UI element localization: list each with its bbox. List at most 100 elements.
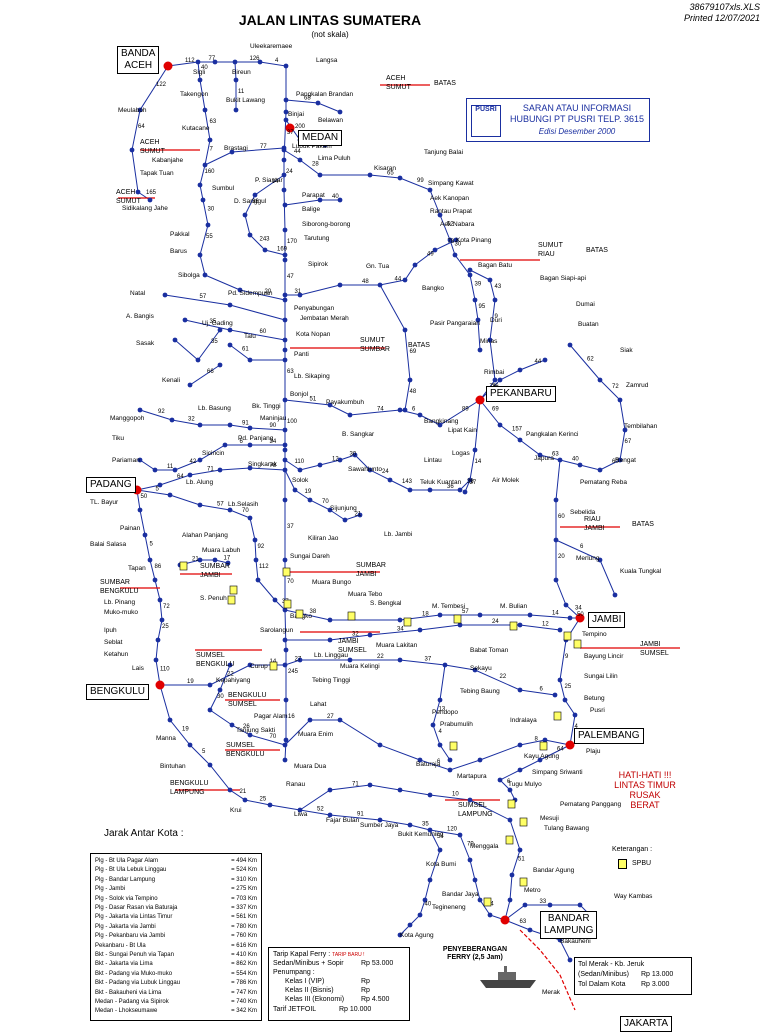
- city-node: [337, 282, 343, 288]
- road-distance: 31: [295, 289, 302, 295]
- city-node: [137, 407, 143, 413]
- city-label: Bakauheni: [560, 938, 591, 945]
- spbu-marker: [563, 631, 572, 641]
- road-distance: 160: [205, 169, 216, 175]
- road-distance: 34: [575, 606, 582, 612]
- city-label: Logas: [452, 450, 470, 457]
- city-node: [407, 822, 413, 828]
- map-subtitle: (not skala): [311, 30, 349, 39]
- city-node: [282, 467, 288, 473]
- city-node: [447, 237, 453, 243]
- distance-km: = 494 Km: [231, 858, 257, 864]
- warning-line: HATI-HATI !!!: [618, 770, 672, 780]
- city-node: [527, 927, 533, 933]
- city-node: [452, 252, 458, 258]
- info-edition: Edisi Desember 2000: [538, 127, 616, 136]
- city-node: [282, 297, 288, 303]
- city-node: [397, 787, 403, 793]
- city-node: [517, 687, 523, 693]
- city-label: Bireun: [232, 69, 251, 76]
- city-label: Balai Salasa: [90, 541, 127, 548]
- road-distance: 17: [224, 556, 231, 562]
- city-label: Pangkalan Brandan: [296, 91, 353, 98]
- city-label: Pasir Pangaraian: [430, 320, 480, 327]
- province-name-top: ACEH: [116, 189, 135, 196]
- city-node: [432, 247, 438, 253]
- city-node: [197, 502, 203, 508]
- ferry-row-value: Rp 4.500: [361, 996, 390, 1003]
- road-distance: 70: [270, 734, 277, 740]
- city-label: Panti: [294, 351, 309, 358]
- road-distance: 4: [575, 724, 579, 730]
- city-node: [282, 397, 288, 403]
- city-label: Kayu Agung: [524, 753, 559, 760]
- city-node: [377, 742, 383, 748]
- city-label: Manggopoh: [110, 415, 145, 422]
- city-node: [227, 662, 233, 668]
- city-label: Takengon: [180, 91, 209, 98]
- distance-km: = 862 Km: [231, 961, 257, 968]
- distance-km: = 554 Km: [231, 970, 257, 977]
- road-distance: 27: [327, 714, 334, 720]
- distance-row: Bkt - Sungai Penuh via Tapan= 410 Km: [95, 952, 257, 959]
- city-node: [227, 787, 233, 793]
- city-label: Kota Pinang: [456, 237, 492, 244]
- distance-route: Plg - Bt Ula Pagar Alam: [95, 858, 159, 864]
- ferry-crossing-label: PENYEBERANGAN FERRY (2,5 Jam): [440, 946, 510, 962]
- city-label: Kota Bumi: [426, 861, 456, 868]
- city-node: [597, 377, 603, 383]
- city-label: P. Siantar: [255, 177, 284, 184]
- road-distance: 8: [535, 737, 539, 743]
- city-label: Lb.Selasih: [228, 501, 259, 508]
- city-node: [292, 487, 298, 493]
- road-distance: 78: [448, 239, 455, 245]
- distance-route: Plg - Jakarta via Lintas Timur: [95, 914, 173, 921]
- city-label: Talu: [244, 333, 256, 340]
- province-name-top: SUMUT: [360, 337, 386, 344]
- ferry-row-label: Kelas I (VIP): [285, 978, 325, 985]
- capital-city-node: [575, 613, 585, 623]
- city-node: [247, 357, 253, 363]
- road-distance: 39: [467, 479, 474, 485]
- road-distance: 99: [417, 178, 424, 184]
- city-label: Teluk Kuantan: [420, 479, 462, 486]
- border-label: BATAS: [632, 521, 654, 528]
- road-distance: 126: [250, 56, 261, 62]
- city-node: [542, 737, 548, 743]
- city-node: [553, 537, 559, 543]
- city-node: [517, 622, 523, 628]
- city-node: [552, 692, 558, 698]
- city-label: Tembilahan: [624, 423, 658, 430]
- ferry-row-label: Sedan/Minibus + Sopir: [273, 960, 344, 967]
- city-label: Lb. Linggau: [314, 652, 348, 659]
- city-node: [477, 897, 483, 903]
- city-node: [507, 897, 513, 903]
- warning-line: RUSAK BERAT: [629, 790, 661, 810]
- road-distance: 110: [295, 459, 305, 465]
- spbu-marker: [347, 611, 356, 621]
- road-distance: 60: [612, 459, 619, 465]
- road-distance: 40: [572, 457, 579, 463]
- city-label: Tugu Mulyo: [508, 781, 542, 788]
- city-label: Manna: [156, 735, 176, 742]
- province-name-bottom: LAMPUNG: [170, 789, 205, 796]
- city-label: Sarolangun: [260, 627, 294, 634]
- road-segment: [464, 399, 481, 493]
- ferry-row-label: Kelas II (Bisnis): [285, 987, 334, 994]
- city-label: Kuala Tungkal: [620, 568, 662, 575]
- road-distance: 50: [577, 612, 584, 618]
- city-node: [283, 97, 289, 103]
- city-node: [137, 507, 143, 513]
- road-distance: 11: [238, 89, 245, 95]
- city-node: [317, 197, 323, 203]
- distance-route: Plg - Dasar Rasan via Baturaja: [95, 905, 178, 911]
- city-label: Tulang Bawang: [544, 825, 589, 832]
- city-node: [477, 612, 483, 618]
- city-node: [327, 507, 333, 513]
- city-node: [152, 467, 158, 473]
- toll-row-label: (Sedan/Minibus): [578, 971, 629, 978]
- city-label: Kenali: [162, 377, 180, 384]
- road-segment: [284, 199, 340, 206]
- city-node: [252, 537, 258, 543]
- city-node: [242, 797, 248, 803]
